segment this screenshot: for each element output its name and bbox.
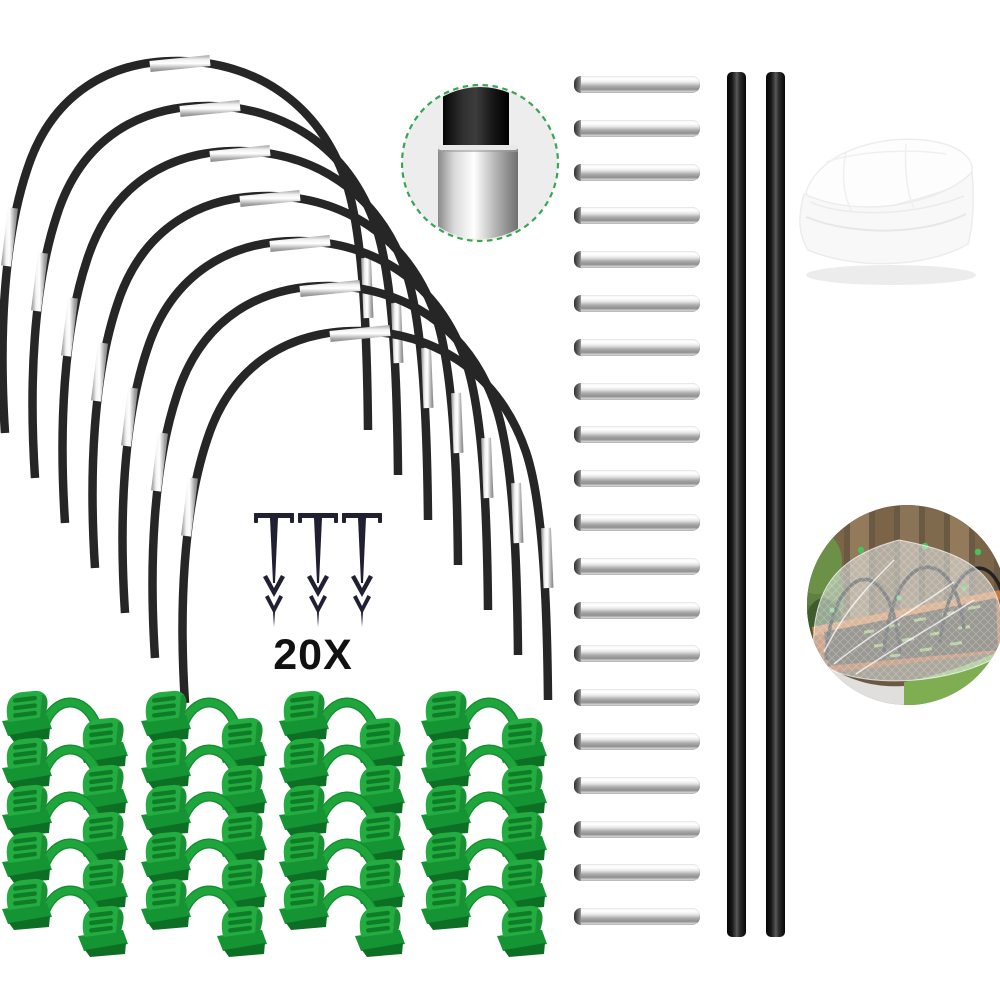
connector-tube bbox=[574, 163, 700, 181]
connector-tube bbox=[574, 470, 700, 488]
connector-tube bbox=[574, 776, 700, 794]
connector-tube bbox=[574, 557, 700, 575]
connector-tube bbox=[574, 382, 700, 400]
connector-tube bbox=[574, 251, 700, 269]
connector-tube bbox=[574, 119, 700, 137]
connector-tube bbox=[574, 207, 700, 225]
connector-tube bbox=[574, 76, 700, 93]
connector-closeup bbox=[400, 83, 560, 243]
garden-bed-photo bbox=[807, 505, 1000, 705]
connector-tube bbox=[574, 820, 700, 838]
black-rod bbox=[727, 72, 746, 937]
clips-grid bbox=[0, 686, 560, 956]
connector-tube bbox=[574, 338, 700, 356]
connector-tube bbox=[574, 601, 700, 619]
connector-tube bbox=[574, 514, 700, 531]
connector-tube bbox=[574, 295, 700, 312]
black-tube-closeup bbox=[443, 87, 509, 149]
netting-bundle bbox=[799, 138, 976, 285]
stakes-group bbox=[254, 513, 382, 627]
quantity-label: 20X bbox=[273, 631, 353, 679]
connector-tube bbox=[574, 426, 700, 444]
ground-stake bbox=[298, 513, 338, 627]
silver-tube-closeup bbox=[438, 145, 518, 239]
black-rod bbox=[766, 72, 785, 937]
connector-tube bbox=[574, 645, 700, 663]
ground-stake bbox=[342, 513, 382, 627]
netting-folds bbox=[823, 559, 975, 675]
connector-tube bbox=[574, 864, 700, 882]
ground-stake bbox=[254, 513, 294, 627]
connector-tube-stack bbox=[574, 76, 700, 942]
connector-tube bbox=[574, 908, 700, 926]
connector-tube bbox=[574, 733, 700, 750]
connector-tube bbox=[574, 689, 700, 707]
